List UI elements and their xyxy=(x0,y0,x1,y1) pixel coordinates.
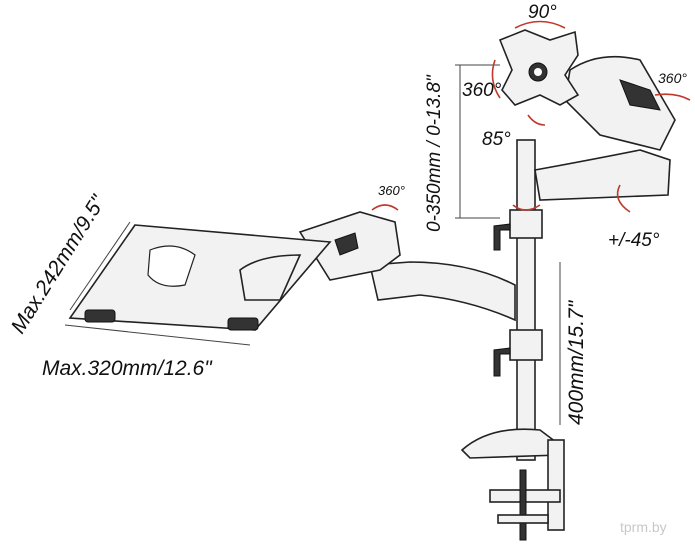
label-rotate-laptop-arm: 360° xyxy=(378,183,405,198)
spring-window xyxy=(619,79,661,111)
rotation-arrow-icon xyxy=(371,204,399,211)
depth-dimension-line xyxy=(69,221,131,311)
width-dimension-line xyxy=(64,324,251,346)
label-tilt-down: 85° xyxy=(482,129,511,150)
gas-spring-arm xyxy=(564,55,676,151)
tray-foot-left xyxy=(84,309,116,323)
lower-knob xyxy=(493,347,511,377)
label-pole-height: 400mm/15.7" xyxy=(565,299,588,425)
upper-knob xyxy=(493,223,511,251)
lower-collar xyxy=(509,329,543,361)
tray-cutout xyxy=(147,245,196,287)
tray-clip xyxy=(239,254,302,301)
label-rotate-monitor-arm: 360° xyxy=(658,70,687,86)
monitor-arm xyxy=(534,149,671,201)
rotation-arrow-icon xyxy=(491,59,501,99)
clamp-bracket xyxy=(547,439,565,531)
label-tilt-top: 90° xyxy=(528,2,557,23)
label-height-monitor: 0-350mm / 0-13.8" xyxy=(424,74,445,232)
label-tray-width: Max.320mm/12.6" xyxy=(42,357,213,380)
tray-foot-right xyxy=(227,317,259,331)
plate-center xyxy=(534,68,542,76)
rotation-arrow-icon xyxy=(512,204,541,211)
clamp-handle xyxy=(497,514,549,524)
rotation-arrow-icon xyxy=(654,93,691,101)
label-swivel: +/-45° xyxy=(608,230,660,251)
laptop-arm-window xyxy=(334,232,359,256)
upper-collar xyxy=(509,209,543,239)
clamp-screw xyxy=(519,469,527,541)
watermark: tprm.by xyxy=(620,519,667,535)
base-clamp xyxy=(460,428,561,459)
laptop-arm xyxy=(369,261,516,322)
rotation-arrow-icon xyxy=(514,20,566,29)
pole xyxy=(516,139,536,461)
rotation-arrow-icon xyxy=(527,114,546,126)
label-rotate-plate: 360° xyxy=(462,80,502,101)
rotation-arrow-icon xyxy=(616,184,631,213)
